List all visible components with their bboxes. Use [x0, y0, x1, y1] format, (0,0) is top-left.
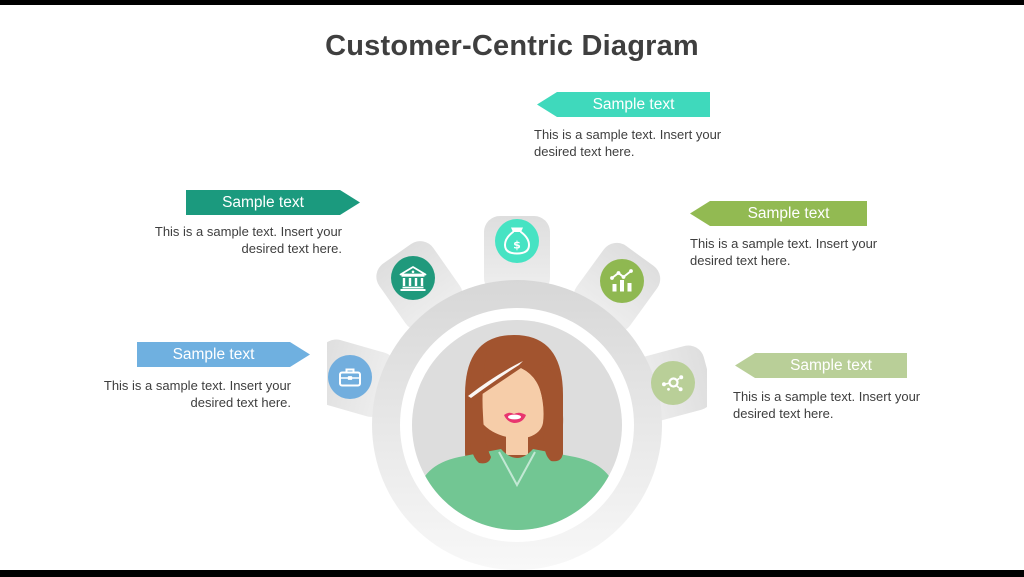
callout-top-label: Sample text — [592, 95, 675, 113]
callout-upper-left-banner: Sample text — [186, 190, 360, 215]
callout-upper-left-label: Sample text — [222, 193, 304, 211]
bank-icon — [391, 256, 435, 300]
money-bag-icon: $ — [495, 219, 539, 263]
letterbox-bottom — [0, 570, 1024, 577]
callout-lower-right-banner: Sample text — [735, 353, 907, 378]
callout-lower-left-caption: This is a sample text. Insert your desir… — [103, 378, 291, 410]
avatar-hair-strand-left — [469, 349, 491, 464]
callout-upper-right-label: Sample text — [747, 204, 830, 222]
callout-top-banner: Sample text — [537, 92, 710, 117]
callout-lower-left-banner: Sample text — [137, 342, 310, 367]
callout-lower-right-label: Sample text — [790, 356, 872, 374]
avatar-vneck-line — [498, 451, 536, 488]
callout-top-caption: This is a sample text. Insert your desir… — [534, 127, 722, 159]
callout-upper-right-caption: This is a sample text. Insert your desir… — [690, 236, 878, 268]
callout-lower-right-caption: This is a sample text. Insert your desir… — [733, 389, 921, 421]
briefcase-icon — [328, 355, 372, 399]
customer-avatar — [417, 335, 617, 530]
network-icon — [651, 361, 695, 405]
avatar-hair-strand-right — [521, 364, 564, 462]
avatar-face — [472, 368, 544, 439]
avatar-teeth — [508, 414, 521, 420]
avatar-hair-streak — [468, 361, 523, 398]
dollar-symbol: $ — [513, 239, 521, 252]
callout-lower-left-label: Sample text — [172, 345, 255, 363]
avatar-shirt — [417, 449, 617, 530]
callout-upper-left-caption: This is a sample text. Insert your desir… — [154, 224, 342, 256]
bar-chart-icon — [600, 259, 644, 303]
customer-centric-diagram: $ — [327, 216, 707, 570]
page-title: Customer-Centric Diagram — [325, 30, 699, 62]
letterbox-top — [0, 0, 1024, 5]
callout-upper-right-banner: Sample text — [690, 201, 867, 226]
